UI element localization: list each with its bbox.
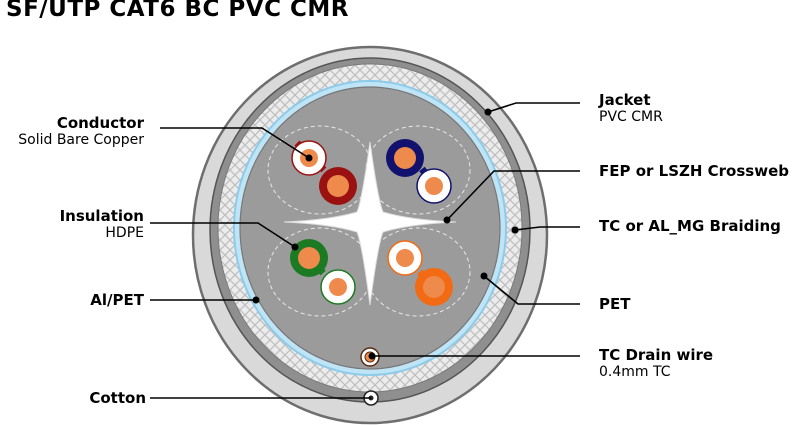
pair-green [290, 239, 356, 305]
dot-braiding [511, 226, 519, 234]
leader-dots [252, 108, 519, 360]
dot-drain [368, 352, 376, 360]
label-conductor: Conductor Solid Bare Copper [18, 115, 144, 149]
dot-jacket [484, 108, 492, 116]
label-alpet: Al/PET [90, 292, 144, 309]
copper-conductor [396, 249, 414, 267]
label-braiding-name: TC or AL_MG Braiding [599, 217, 781, 235]
label-crossweb-name: FEP or LSZH Crossweb [599, 162, 789, 180]
pair-blue [386, 139, 452, 204]
label-pet: PET [599, 296, 630, 313]
label-cotton: Cotton [89, 390, 146, 407]
dot-crossweb [443, 216, 451, 224]
label-alpet-name: Al/PET [90, 291, 144, 309]
copper-conductor [329, 278, 347, 296]
copper-conductor [423, 276, 445, 298]
copper-conductor [327, 175, 349, 197]
label-insulation: Insulation HDPE [60, 208, 144, 242]
dot-pet [480, 272, 488, 280]
label-jacket: Jacket PVC CMR [599, 92, 663, 126]
leader-crossweb [446, 170, 580, 221]
label-jacket-name: Jacket [599, 91, 651, 109]
copper-conductor [394, 147, 416, 169]
cable-cross-section-icon [191, 45, 549, 425]
dot-alpet [252, 296, 260, 304]
label-braiding: TC or AL_MG Braiding [599, 218, 781, 235]
leader-lines [150, 102, 580, 399]
copper-conductor [425, 177, 443, 195]
dot-insulation [291, 243, 299, 251]
leader-insulation [150, 222, 296, 248]
label-drain: TC Drain wire 0.4mm TC [599, 347, 713, 381]
label-insulation-name: Insulation [59, 207, 144, 225]
leader-pet [483, 275, 580, 305]
pair-orange [387, 240, 453, 306]
dot-conductor [305, 154, 313, 162]
diagram-title: SF/UTP CAT6 BC PVC CMR [6, 0, 349, 22]
label-jacket-desc: PVC CMR [599, 109, 663, 125]
crossweb-separator [283, 141, 457, 306]
label-conductor-name: Conductor [56, 114, 144, 132]
leader-conductor [160, 127, 310, 159]
pair-brown [291, 140, 357, 205]
copper-conductor [298, 247, 320, 269]
label-drain-name: TC Drain wire [599, 346, 714, 364]
leader-jacket [487, 102, 580, 113]
label-pet-name: PET [599, 295, 631, 313]
label-conductor-desc: Solid Bare Copper [18, 132, 144, 148]
label-crossweb: FEP or LSZH Crossweb [599, 163, 789, 180]
label-insulation-desc: HDPE [105, 225, 144, 241]
leader-braiding [514, 226, 580, 231]
label-drain-desc: 0.4mm TC [599, 364, 671, 380]
label-cotton-name: Cotton [89, 389, 146, 407]
